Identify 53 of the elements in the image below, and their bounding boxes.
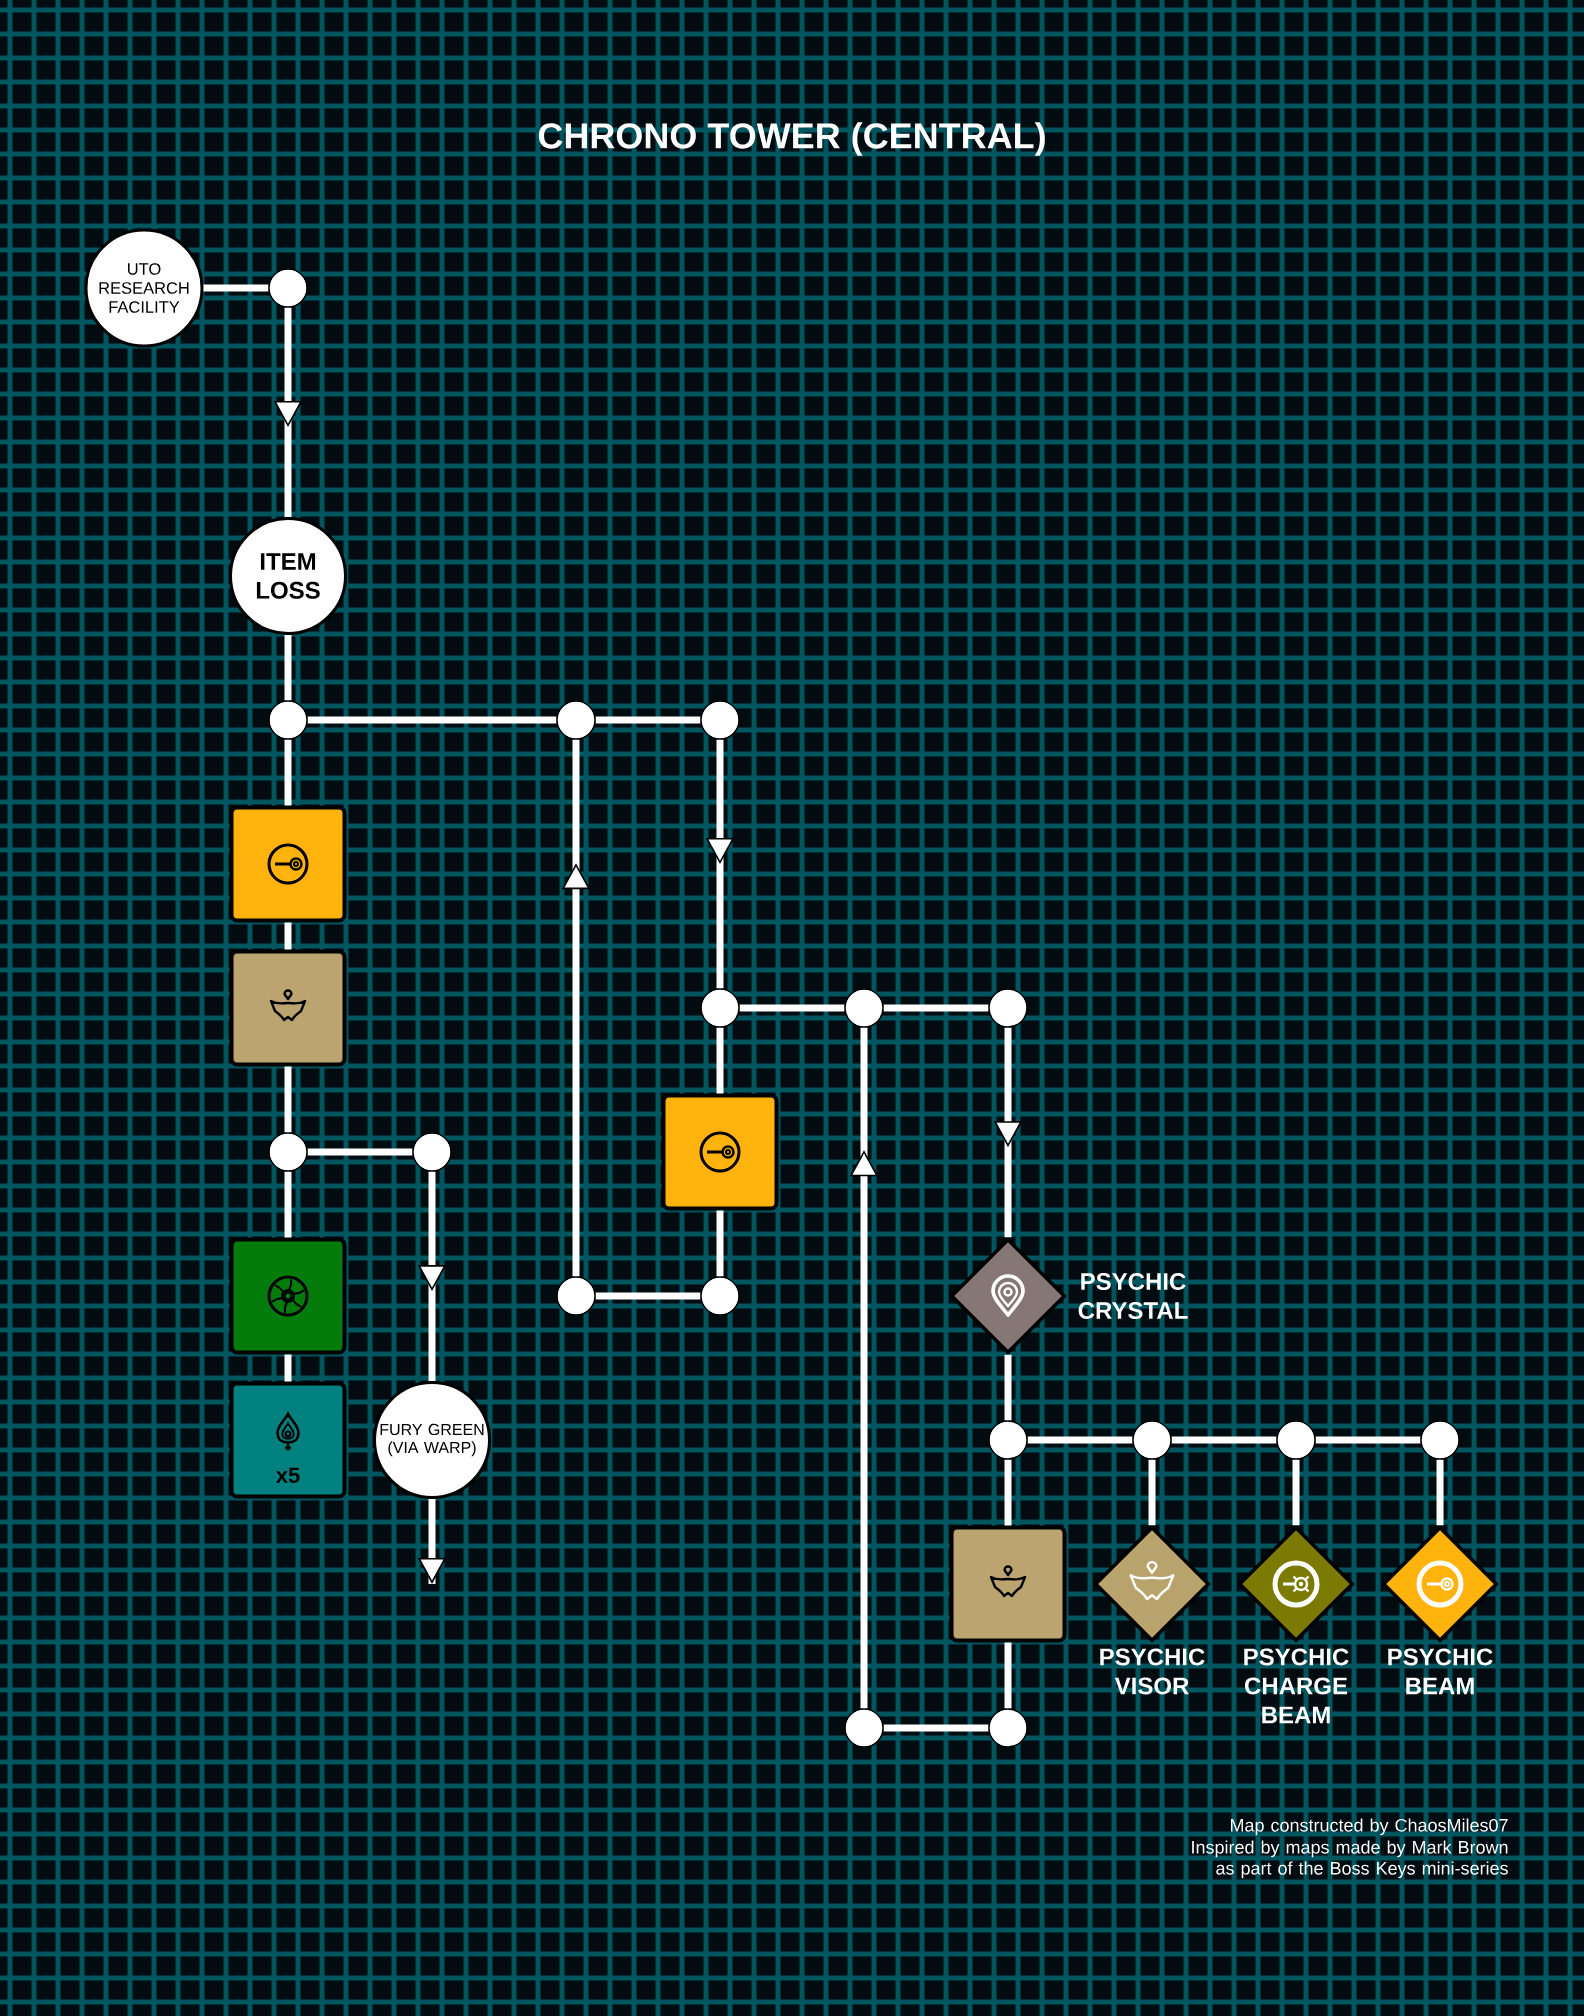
title: CHRONO TOWER (CENTRAL) <box>538 122 1045 156</box>
item-diamond <box>1237 1525 1355 1643</box>
icon-box <box>229 805 347 923</box>
connector-line <box>1171 1436 1277 1444</box>
icon-box: x5 <box>229 1381 347 1499</box>
connector-line <box>203 284 269 292</box>
connector-line <box>739 1004 845 1012</box>
junction-dot <box>988 1420 1028 1460</box>
connector-line <box>716 1210 724 1277</box>
junction-dot <box>268 268 308 308</box>
connector-line <box>883 1724 989 1732</box>
connector-line <box>307 716 557 724</box>
junction-dot <box>556 700 596 740</box>
junction-dot <box>1420 1420 1460 1460</box>
junction-dot <box>700 988 740 1028</box>
junction-dot <box>700 1276 740 1316</box>
credit-text: Inspired by maps made by Mark Brown as part of the Boss Keys mini-series <box>1192 1840 1508 1879</box>
connector-line <box>1315 1436 1421 1444</box>
junction-dot <box>1132 1420 1172 1460</box>
junction-dot <box>268 1132 308 1172</box>
junction-dot <box>988 1708 1028 1748</box>
connector-line <box>307 1148 413 1156</box>
connector-line <box>883 1004 989 1012</box>
junction-dot <box>268 700 308 740</box>
junction-dot <box>1276 1420 1316 1460</box>
item-diamond <box>949 1237 1067 1355</box>
item-label: PSYCHIC BEAM <box>1388 1648 1493 1695</box>
connector-line <box>1027 1436 1133 1444</box>
connector-line <box>1292 1459 1300 1526</box>
junction-dot <box>988 988 1028 1028</box>
item-diamond <box>1093 1525 1211 1643</box>
connector-line <box>1004 1642 1012 1709</box>
connector-line <box>595 1292 701 1300</box>
junction-dot <box>844 1708 884 1748</box>
item-label: PSYCHIC CRYSTAL <box>1078 1273 1188 1319</box>
junction-dot <box>700 700 740 740</box>
junction-dot <box>556 1276 596 1316</box>
icon-box <box>661 1093 779 1211</box>
junction-dot <box>412 1132 452 1172</box>
item-label: PSYCHIC VISOR <box>1100 1648 1205 1695</box>
icon-box <box>229 1237 347 1355</box>
connector-line <box>1004 1354 1012 1421</box>
connector-line <box>284 1066 292 1133</box>
item-diamond <box>1381 1525 1499 1643</box>
icon-box <box>229 949 347 1067</box>
junction-dot <box>844 988 884 1028</box>
credit-text: Map constructed by ChaosMiles07 <box>1230 1818 1508 1836</box>
connector-line <box>1148 1459 1156 1526</box>
icon-box <box>949 1525 1067 1643</box>
connector-line <box>284 922 292 950</box>
connector-line <box>595 716 701 724</box>
connector-line <box>1436 1459 1444 1526</box>
item-label: PSYCHIC CHARGE BEAM <box>1244 1648 1349 1724</box>
